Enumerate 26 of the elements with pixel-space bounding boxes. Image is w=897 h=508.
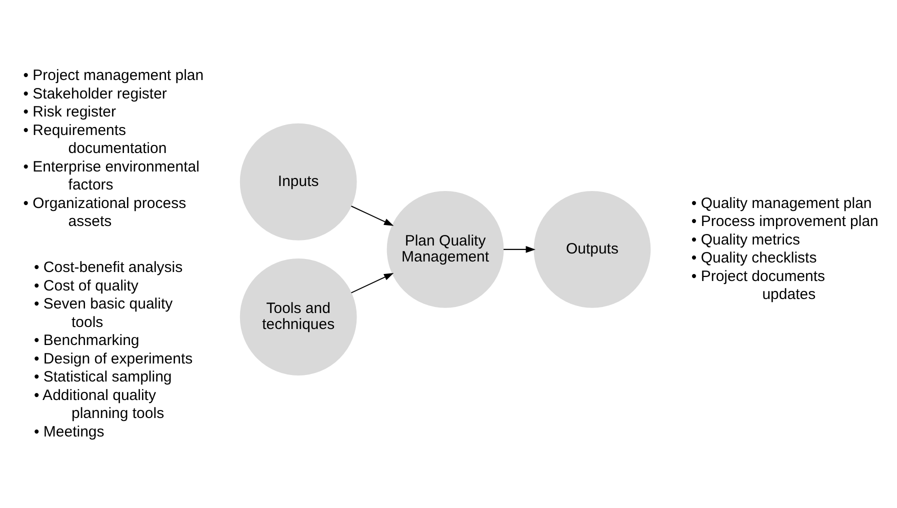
node-circle: Tools and techniques [240,258,357,376]
node-circle: Inputs [240,123,357,240]
node-label: • Seven basic quality tools [34,296,173,331]
arrow [351,273,394,294]
node-circle: Outputs [534,190,651,308]
node-label: • Cost-benefit analysis [34,259,183,276]
node-label: • Cost of quality [34,277,138,294]
node-label: • Quality management plan [691,194,872,212]
node-label: • Process improvement plan [691,213,878,230]
node-label: • Stakeholder register [23,85,167,102]
node-label: • Benchmarking [34,332,140,350]
node-label: • Quality checklists [691,250,817,267]
node-label: • Enterprise environmental factors [23,158,200,194]
node-label: • Design of experiments [34,350,193,368]
node-label: • Meetings [34,423,104,440]
node-circle: Plan Quality Management [386,190,504,308]
arrow [351,206,394,226]
node-label: • Statistical sampling [34,368,172,386]
node-label: • Quality metrics [691,231,800,248]
arrow [504,246,536,253]
node-label: • Project documents updates [691,268,826,303]
node-label: • Additional quality planning tools [34,386,164,422]
node-label: • Organizational process assets [23,194,186,230]
node-label: • Risk register [23,104,116,121]
node-label: • Requirements documentation [23,122,167,158]
node-label: • Project management plan [23,67,204,84]
